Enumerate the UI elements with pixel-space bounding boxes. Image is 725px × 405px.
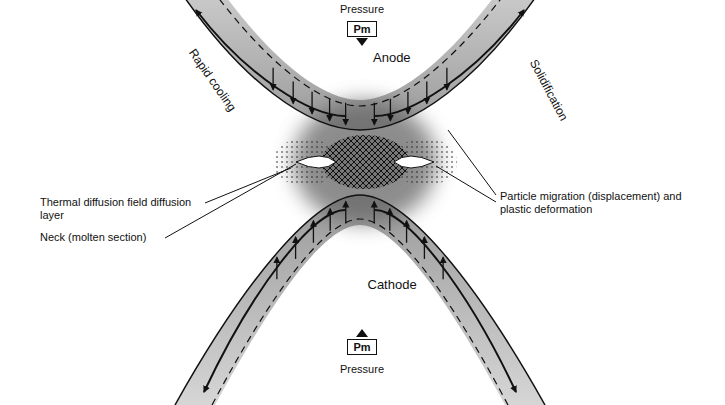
diffusion-layer (273, 138, 337, 186)
force-label: Pressure (340, 363, 384, 376)
pressure-arrow (356, 329, 368, 337)
migration-arrow (311, 92, 312, 114)
migration-arrow (276, 257, 277, 279)
neck (394, 156, 434, 168)
leader-line (448, 130, 496, 195)
leader-line (205, 168, 291, 203)
process-label: Rapid cooling (185, 46, 238, 114)
cooling-arrow (204, 210, 345, 392)
callout-label: Particle migration (displacement) and pl… (500, 190, 700, 216)
migration-arrow (406, 221, 407, 243)
cooling-arrow (375, 210, 516, 392)
pressure-arrow (356, 38, 368, 46)
neck (296, 156, 336, 168)
dashed-line (205, 0, 515, 106)
pressure-symbol: Pm (353, 23, 370, 35)
electrode-label: Cathode (368, 277, 417, 293)
anode-body (200, 0, 520, 100)
pressure-symbol: Pm (353, 341, 370, 353)
anode-outline (160, 0, 560, 130)
migration-arrows (273, 68, 447, 279)
migration-arrow (330, 209, 331, 231)
migration-arrow (374, 202, 375, 224)
pressure-box: Pm (347, 21, 376, 37)
diffusion-layer (393, 138, 457, 186)
leader-line (436, 166, 496, 202)
migration-arrow (295, 237, 296, 259)
callout-label: Thermal diffusion field diffusion layer (40, 196, 215, 222)
migration-arrow (442, 257, 443, 279)
callout-label: Neck (molten section) (40, 231, 146, 244)
migration-arrow (345, 103, 346, 125)
cathode-outline (175, 195, 545, 405)
electrode-label: Anode (373, 50, 411, 66)
process-label: Solidification (526, 57, 570, 123)
migration-arrow (446, 68, 447, 90)
pressure-box: Pm (347, 339, 376, 355)
migration-arrow (389, 209, 390, 231)
migration-arrow (272, 68, 273, 90)
migration-arrow (293, 82, 294, 104)
dashed-line (212, 219, 508, 405)
migration-arrow (390, 99, 391, 121)
migration-arrow (424, 237, 425, 259)
force-label: Pressure (340, 3, 384, 16)
cathode-body (215, 225, 505, 405)
migration-arrow (329, 99, 330, 121)
migration-arrow (374, 103, 375, 125)
migration-arrow (426, 82, 427, 104)
migration-arrow (407, 92, 408, 114)
migration-arrow (345, 202, 346, 224)
cathode-surface (175, 195, 545, 405)
migration-arrow (313, 221, 314, 243)
